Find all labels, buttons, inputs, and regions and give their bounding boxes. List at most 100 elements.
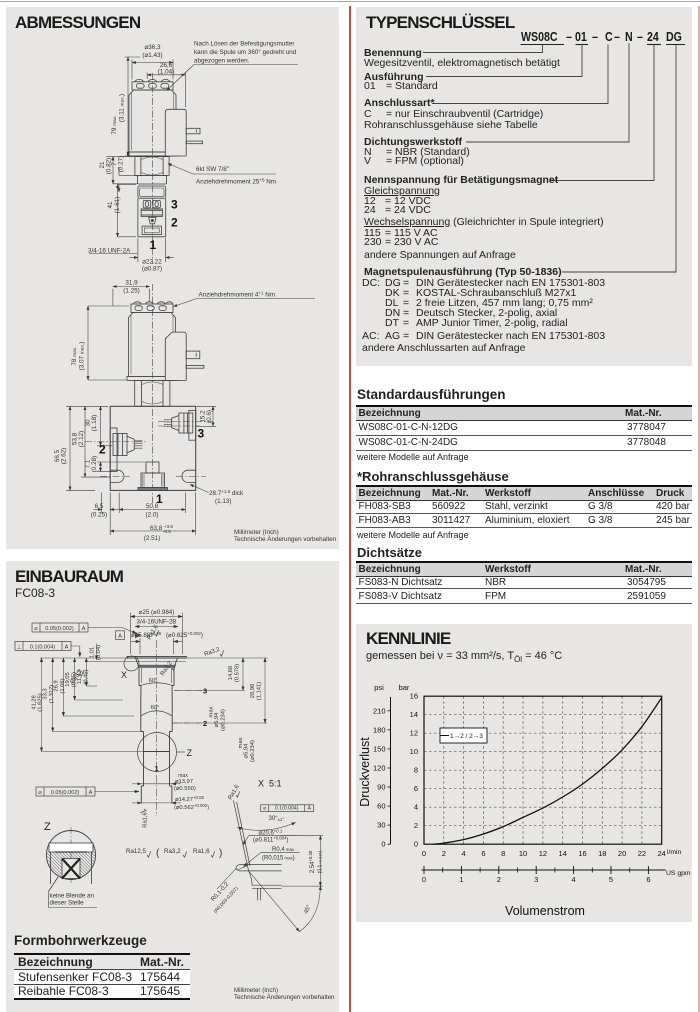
svg-text:28.7+1.6 dick: 28.7+1.6 dick [209, 489, 244, 497]
svg-text:max: max [178, 773, 188, 779]
svg-text:(⌀0.234): (⌀0.234) [250, 740, 256, 762]
svg-text:Anziehdrehmoment 4+1 Nm: Anziehdrehmoment 4+1 Nm [199, 291, 276, 299]
svg-text:-0.5: -0.5 [163, 529, 171, 534]
svg-text:0: 0 [414, 840, 418, 849]
svg-text:(0.6): (0.6) [206, 410, 213, 423]
svg-text:(1.04): (1.04) [158, 69, 174, 76]
svg-text:⌀5,94: ⌀5,94 [244, 743, 250, 759]
svg-text:4: 4 [572, 875, 576, 884]
svg-text:60°: 60° [149, 678, 158, 684]
svg-text:⌀20,6+0.1: ⌀20,6+0.1 [259, 829, 283, 837]
svg-text:7,1: 7,1 [85, 459, 92, 468]
svg-text:33,3: 33,3 [43, 688, 49, 699]
svg-text:28,98: 28,98 [250, 684, 256, 699]
svg-text:(0.82): (0.82) [106, 158, 113, 174]
svg-text:A: A [65, 645, 69, 651]
svg-text:6: 6 [414, 784, 418, 793]
svg-text:kann die Spule um 360° gedreht: kann die Spule um 360° gedreht und [194, 48, 297, 56]
svg-text:1→2 / 2→3: 1→2 / 2→3 [450, 733, 483, 740]
svg-text:53,8: 53,8 [72, 432, 79, 445]
svg-text:8: 8 [501, 849, 505, 858]
svg-text:Ra3,2: Ra3,2 [164, 848, 181, 855]
svg-text:50,8: 50,8 [146, 503, 159, 510]
svg-text:⊥: ⊥ [17, 644, 22, 651]
svg-text:3: 3 [203, 687, 207, 696]
svg-text:A: A [118, 634, 122, 640]
svg-text:(: ( [156, 848, 160, 859]
svg-text:X: X [121, 670, 127, 680]
svg-text:Ra1,6: Ra1,6 [143, 812, 149, 827]
svg-text:78 max.: 78 max. [71, 346, 78, 365]
svg-text:(1.13): (1.13) [215, 498, 231, 505]
svg-text:(1.06): (1.06) [60, 678, 66, 693]
svg-text:bar: bar [399, 683, 410, 692]
svg-text:(⌀0.562+0.002): (⌀0.562+0.002) [174, 803, 209, 811]
svg-text:1: 1 [150, 238, 157, 252]
svg-text:l/min: l/min [667, 849, 682, 856]
svg-text:(⌀0.811+0.004): (⌀0.811+0.004) [253, 836, 288, 844]
svg-text:⌀25 (⌀0.984): ⌀25 (⌀0.984) [139, 609, 175, 616]
svg-text:A: A [307, 806, 311, 812]
svg-text:2: 2 [414, 821, 418, 830]
svg-text:2: 2 [203, 719, 207, 728]
svg-text:0.1(0.004): 0.1(0.004) [30, 645, 56, 651]
svg-text:R0,4 max: R0,4 max [272, 847, 295, 853]
svg-text:keine Blende an: keine Blende an [50, 893, 95, 900]
svg-text:30: 30 [85, 419, 92, 427]
svg-text:21: 21 [99, 161, 106, 169]
svg-text:4: 4 [462, 849, 466, 858]
svg-text:66,5: 66,5 [54, 449, 61, 462]
svg-text:max: max [238, 737, 244, 748]
svg-text:): ) [219, 848, 222, 859]
svg-text:90: 90 [377, 783, 385, 792]
svg-text:A: A [82, 626, 86, 632]
svg-text:(⌀0.234): (⌀0.234) [221, 709, 227, 731]
svg-text:Ra3,2: Ra3,2 [204, 647, 222, 658]
svg-text:2: 2 [99, 443, 106, 457]
svg-text:X 5:1: X 5:1 [258, 779, 282, 789]
svg-text:31,9: 31,9 [125, 280, 138, 287]
svg-text:4: 4 [414, 803, 418, 812]
svg-text:0: 0 [381, 840, 385, 849]
svg-text:2,54+0.38: 2,54+0.38 [308, 850, 316, 873]
svg-text:(1.25): (1.25) [123, 288, 139, 295]
svg-text:(2.51): (2.51) [144, 535, 160, 542]
svg-text:180: 180 [373, 725, 386, 734]
svg-text:2: 2 [497, 875, 501, 884]
svg-text:(2.62): (2.62) [61, 448, 68, 464]
svg-text:12: 12 [539, 849, 547, 858]
svg-text:6kt SW 7/8”: 6kt SW 7/8” [196, 166, 229, 173]
svg-text:0.05(0.002): 0.05(0.002) [51, 790, 80, 796]
svg-text:5: 5 [609, 875, 613, 884]
svg-text:30: 30 [377, 821, 385, 830]
svg-text:3: 3 [198, 427, 205, 441]
svg-text:3: 3 [171, 198, 178, 212]
svg-text:1: 1 [155, 764, 159, 773]
svg-text:18: 18 [598, 849, 606, 858]
svg-text:(0,1+0.015): (0,1+0.015) [318, 850, 324, 873]
svg-text:0.05(0.002): 0.05(0.002) [45, 626, 74, 632]
svg-text:(1,141): (1,141) [256, 682, 262, 700]
svg-text:41,28: 41,28 [31, 695, 37, 710]
svg-text:15,2: 15,2 [200, 410, 207, 423]
svg-text:10: 10 [519, 849, 527, 858]
svg-text:dieser Stelle: dieser Stelle [50, 900, 85, 907]
svg-text:⌀14,27+0.05: ⌀14,27+0.05 [175, 795, 204, 803]
svg-text:3: 3 [534, 875, 538, 884]
svg-text:26,9: 26,9 [54, 680, 60, 691]
svg-text:20: 20 [618, 849, 626, 858]
svg-text:(2.0): (2.0) [146, 512, 159, 519]
svg-text:⌀5,94: ⌀5,94 [214, 712, 220, 728]
svg-text:(0,04): (0,04) [96, 645, 102, 660]
svg-text:Z: Z [44, 821, 51, 833]
svg-text:Technische Änderungen vorbehal: Technische Änderungen vorbehalten [234, 535, 337, 543]
svg-text:11,43: 11,43 [77, 670, 83, 684]
svg-text:(1.18): (1.18) [91, 415, 98, 431]
svg-text:Nach Lösen der Befestigungsmut: Nach Lösen der Befestigungsmutter [194, 41, 294, 48]
svg-text:1,01: 1,01 [90, 647, 96, 658]
svg-text:79 max.: 79 max. [111, 115, 118, 134]
svg-text:8: 8 [414, 766, 418, 775]
svg-text:(1,312): (1,312) [49, 685, 55, 703]
svg-text:6: 6 [646, 875, 650, 884]
svg-text:150: 150 [373, 744, 386, 753]
